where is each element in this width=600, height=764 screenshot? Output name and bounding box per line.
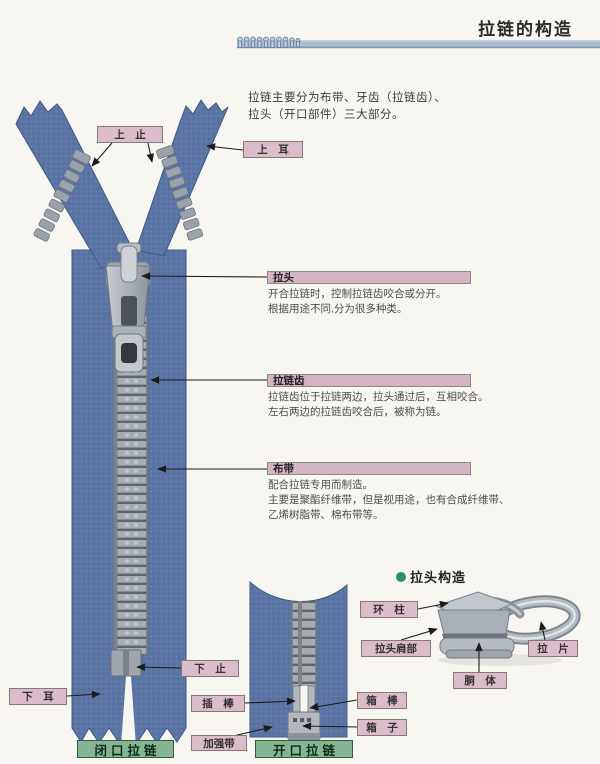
intro-line-1: 拉链主要分为布带、牙齿（拉链齿）、 [248, 92, 447, 104]
desc-slider-line-2: 根据用途不同,分为很多种类。 [268, 303, 408, 315]
callout-arrows [66, 142, 547, 737]
bar-tape: 布带 [267, 462, 471, 475]
slider-structure-heading-text: 拉头构造 [410, 570, 467, 585]
slider-structure-heading: 拉头构造 [396, 567, 466, 586]
green-bullet-icon [396, 571, 406, 582]
main-zipper-graphic [15, 99, 229, 746]
insert-pin-graphic [292, 685, 301, 715]
desc-slider-line-1: 开合拉链时，控制拉链齿咬合或分开。 [268, 288, 447, 300]
desc-teeth-line-1: 拉链齿位于拉链两边，拉头通过后，互相咬合。 [268, 391, 489, 403]
intro-line-2: 拉头（开口部件）三大部分。 [248, 109, 404, 121]
label-insert-pin: 插 棒 [191, 695, 245, 712]
label-top-stop: 上 止 [97, 126, 163, 143]
intro-text: 拉链主要分为布带、牙齿（拉链齿）、 拉头（开口部件）三大部分。 [248, 90, 446, 124]
caption-closed-zipper: 闭口拉链 [77, 740, 174, 758]
bar-teeth: 拉链齿 [267, 374, 471, 387]
header-zipper-teeth-icon [237, 36, 301, 48]
label-box-pin: 箱 棒 [357, 692, 407, 709]
page-title: 拉链的构造 [478, 20, 573, 39]
box-pin-graphic [307, 685, 316, 715]
header-bar-graphic [237, 36, 600, 49]
slider-photo-graphic [434, 591, 581, 666]
desc-slider: 开合拉链时，控制拉链齿咬合或分开。 根据用途不同,分为很多种类。 [268, 287, 447, 317]
label-ring-post: 环 柱 [360, 601, 418, 618]
desc-tape-line-1: 配合拉链专用而制造。 [268, 479, 373, 491]
desc-teeth: 拉链齿位于拉链两边，拉头通过后，互相咬合。 左右两边的拉链齿咬合后，被称为链。 [268, 390, 489, 420]
desc-tape-line-3: 乙烯树脂带、棉布带等。 [268, 509, 384, 521]
label-box: 箱 子 [357, 719, 407, 736]
label-slider-body: 胴 体 [453, 672, 507, 689]
label-pull-tab: 拉 片 [528, 640, 578, 657]
label-bottom-ear: 下 耳 [9, 688, 67, 705]
label-top-ear: 上 耳 [243, 141, 303, 158]
label-reinforce-tape: 加强带 [191, 735, 247, 751]
desc-teeth-line-2: 左右两边的拉链齿咬合后，被称为链。 [268, 406, 447, 418]
slider-graphic [105, 242, 151, 373]
caption-open-zipper: 开口拉链 [255, 740, 353, 758]
bar-slider: 拉头 [267, 271, 471, 284]
desc-tape-line-2: 主要是聚酯纤维带，但是视用途，也有合成纤维带、 [268, 494, 510, 506]
label-bottom-stop: 下 止 [181, 660, 239, 677]
label-slider-shoulder: 拉头肩部 [361, 640, 431, 657]
bottom-stop-graphic [110, 649, 142, 677]
desc-tape: 配合拉链专用而制造。 主要是聚酯纤维带，但是视用途，也有合成纤维带、 乙烯树脂带… [268, 478, 510, 523]
open-end-zipper-graphic [249, 580, 348, 741]
